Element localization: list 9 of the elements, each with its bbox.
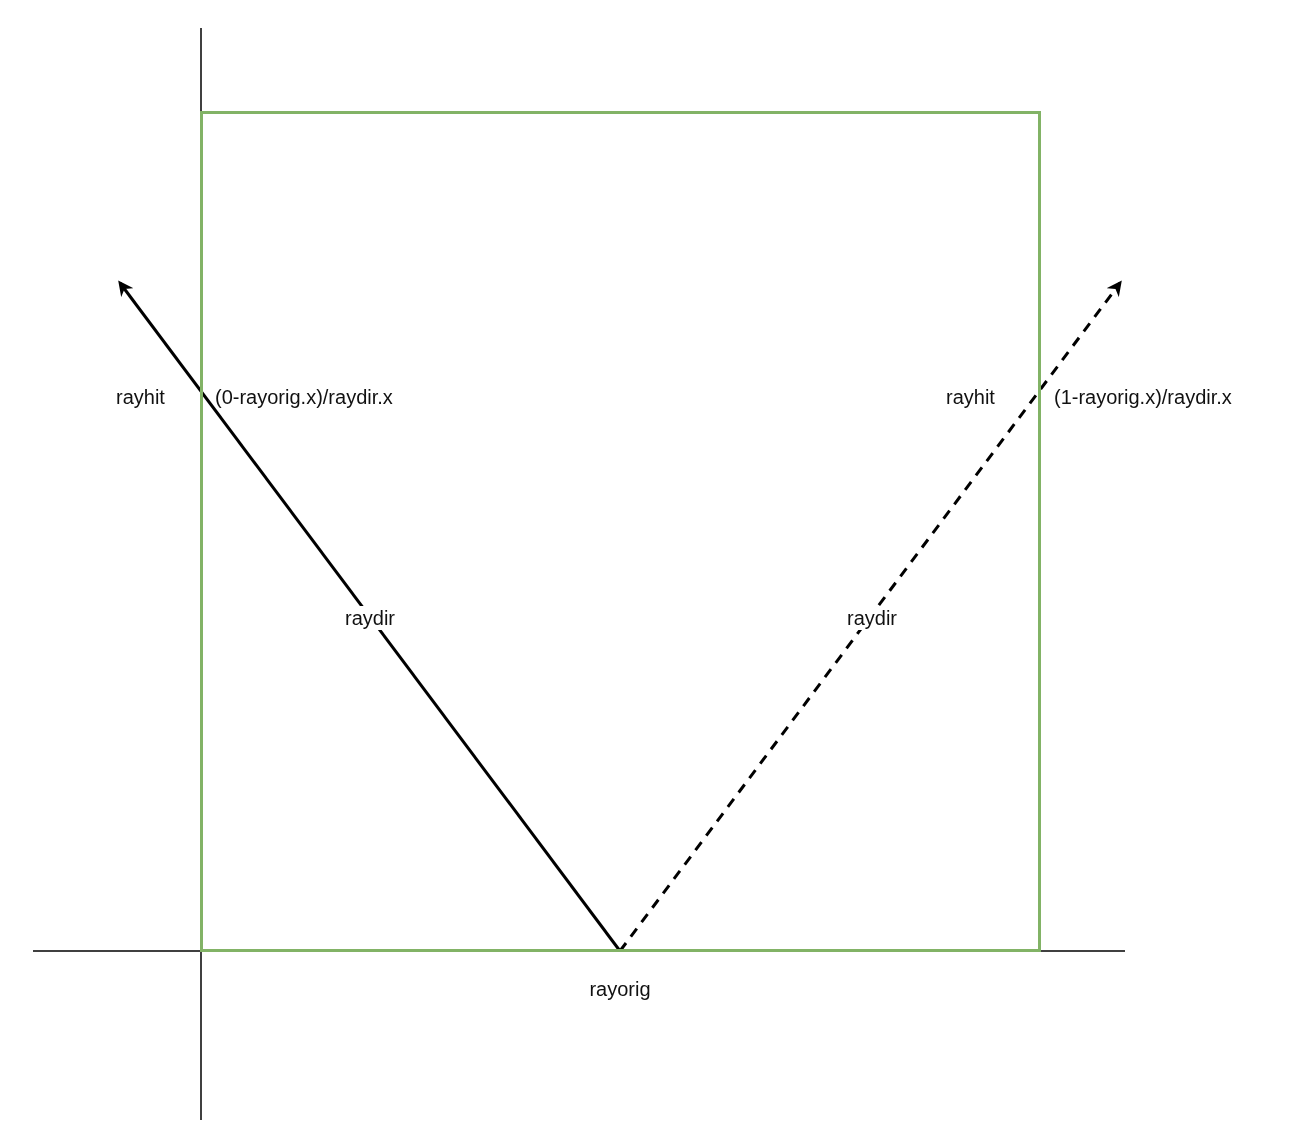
hit-label: rayhit: [116, 385, 165, 409]
arrow: [618, 280, 1122, 952]
point-label: rayorig: [589, 977, 651, 1001]
arrow: [118, 280, 622, 952]
edge-label: raydir: [343, 606, 397, 630]
formula-label: (0-rayorig.x)/raydir.x: [215, 385, 393, 409]
formula-label: (1-rayorig.x)/raydir.x: [1054, 385, 1232, 409]
hit-label: rayhit: [946, 385, 995, 409]
square-outline: [200, 111, 1041, 952]
